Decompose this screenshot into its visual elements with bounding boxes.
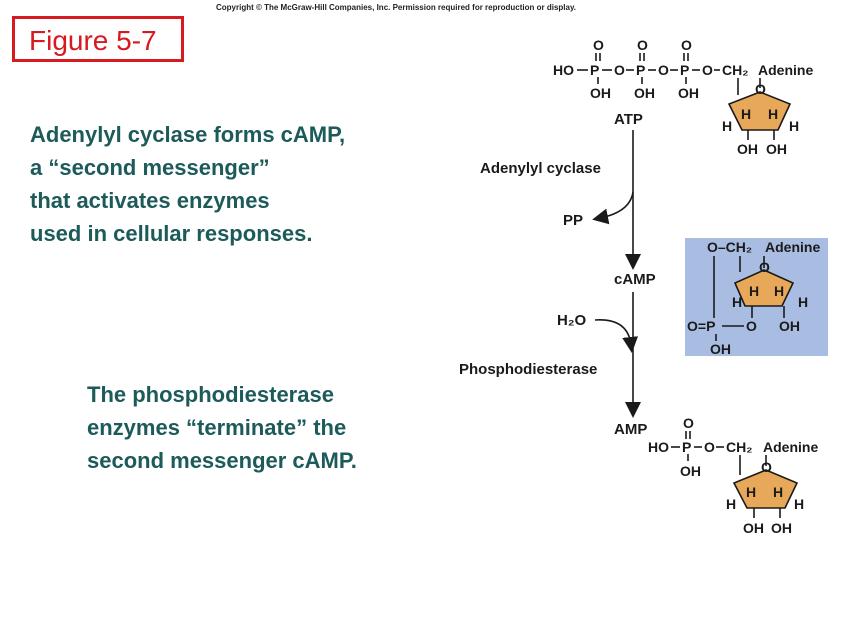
hydrogen-label: H [789,118,799,134]
oxygen-label: O [658,62,669,78]
oxygen-label: O [755,81,766,97]
hydrogen-label: H [726,496,736,512]
oxygen-label: O [614,62,625,78]
phosphodiesterase-caption: The phosphodiesterase enzymes “terminate… [87,378,357,477]
amp-label: AMP [614,421,647,438]
caption-line: enzymes “terminate” the [87,415,347,440]
hydrogen-label: H [746,484,756,500]
oxygen-label: O [637,37,648,53]
hydrogen-label: H [749,283,759,299]
atp-structure: HO P O P O P O CH₂ Adenine O O O OH OH O… [553,37,813,157]
figure-label-box: Figure 5-7 [12,16,184,62]
copyright-notice: Copyright © The McGraw-Hill Companies, I… [216,3,577,12]
hydrogen-label: H [768,106,778,122]
caption-line: a “second messenger” [30,155,270,180]
hydrogen-label: H [798,294,808,310]
oxygen-label: O [593,37,604,53]
adenine-label: Adenine [758,62,813,78]
phosphorus-label: P [680,62,689,78]
oxygen-label: O [761,459,772,475]
caption-line: second messenger cAMP. [87,448,357,473]
oh-label: OH [766,141,787,157]
caption-line: The phosphodiesterase [87,382,334,407]
camp-structure: O–CH₂ Adenine O H H H H O=P O OH OH [685,238,828,357]
phosphorus-label: P [682,439,691,455]
adenine-label: Adenine [763,439,818,455]
atp-label: ATP [614,111,643,128]
caption-line: used in cellular responses. [30,221,313,246]
caption-line: Adenylyl cyclase forms cAMP, [30,122,346,147]
phosphorus-label: P [590,62,599,78]
pp-release-arrow [592,191,634,225]
o-ch2-label: O–CH₂ [707,239,752,255]
hydrogen-label: H [773,484,783,500]
pp-label: PP [563,212,583,229]
hydrogen-label: H [741,106,751,122]
oh-label: OH [710,341,731,357]
ch2-label: CH₂ [722,62,748,78]
oxygen-label: O [683,415,694,431]
oxygen-label: O [746,318,757,334]
adenylyl-cyclase-label: Adenylyl cyclase [480,160,601,177]
camp-label: cAMP [614,271,656,288]
caption-line: that activates enzymes [30,188,270,213]
oh-label: OH [779,318,800,334]
water-entry-arrow [594,319,639,353]
hydrogen-label: H [794,496,804,512]
o-double-p-label: O=P [687,318,715,334]
oxygen-label: O [759,259,770,275]
amp-structure: O HO P O CH₂ Adenine OH O H H H H OH OH [648,415,818,536]
pathway: ATP Adenylyl cyclase PP cAMP H₂O Phospho… [459,111,656,438]
phosphorus-label: P [636,62,645,78]
adenine-label: Adenine [765,239,820,255]
oh-label: OH [678,85,699,101]
hydrogen-label: H [732,294,742,310]
figure-title: Figure 5-7 [29,25,157,56]
ho-label: HO [553,62,574,78]
hydrogen-label: H [722,118,732,134]
h2o-label: H₂O [557,312,586,329]
oh-label: OH [634,85,655,101]
oh-label: OH [771,520,792,536]
ch2-label: CH₂ [726,439,752,455]
oxygen-label: O [702,62,713,78]
oh-label: OH [680,463,701,479]
hydrogen-label: H [774,283,784,299]
oh-label: OH [590,85,611,101]
oxygen-label: O [704,439,715,455]
oh-label: OH [737,141,758,157]
cyclase-caption: Adenylyl cyclase forms cAMP, a “second m… [30,118,345,250]
oxygen-label: O [681,37,692,53]
oh-label: OH [743,520,764,536]
ho-label: HO [648,439,669,455]
phosphodiesterase-label: Phosphodiesterase [459,361,597,378]
